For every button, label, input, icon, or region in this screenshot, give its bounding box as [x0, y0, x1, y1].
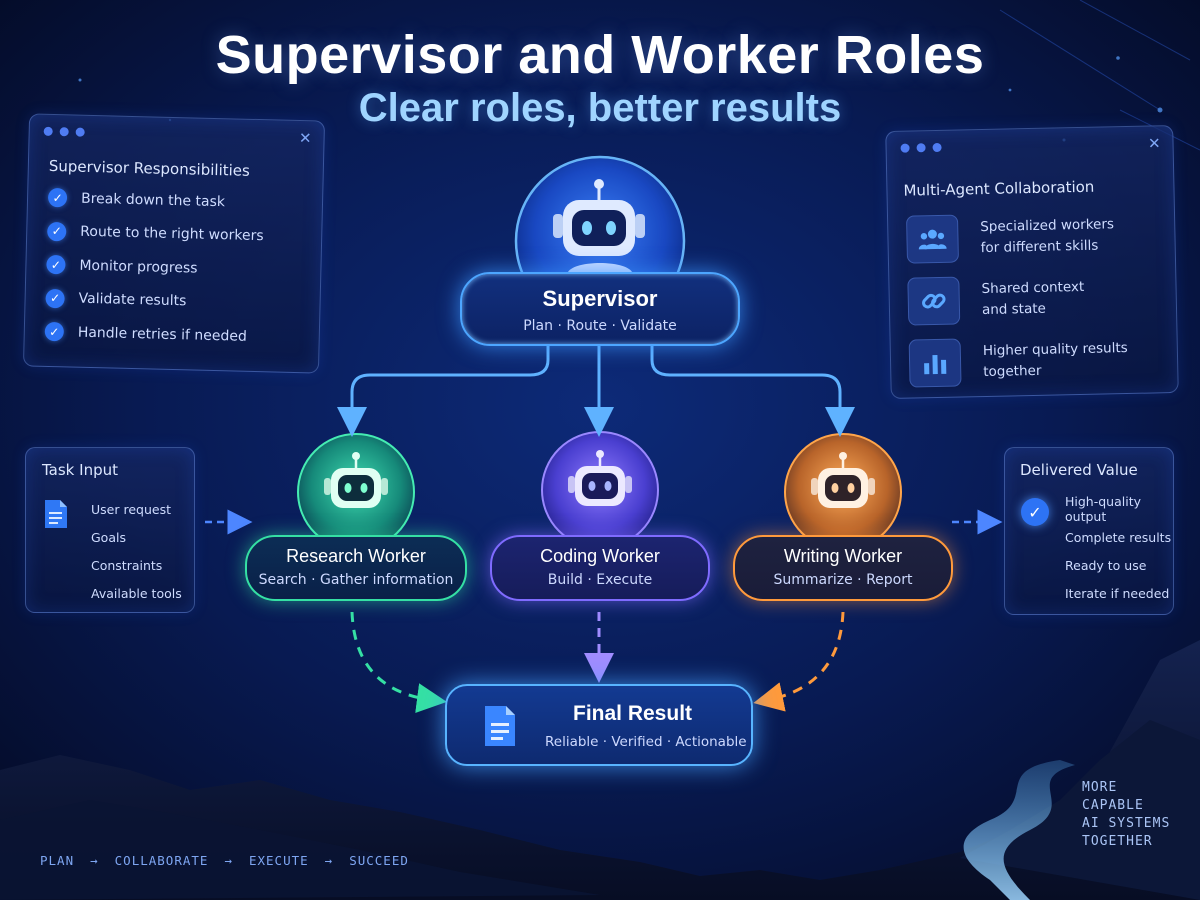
page-subtitle: Clear roles, better results [358, 86, 842, 130]
worker-title: Research Worker [286, 546, 426, 566]
supervisor-subtitle: Plan · Route · Validate [523, 318, 677, 334]
list-item: ✓Monitor progress [46, 248, 263, 287]
checkmark-icon: ✓ [47, 221, 67, 242]
panel-title: Delivered Value [1020, 461, 1138, 479]
list-item: Available tools [91, 585, 182, 601]
coding-worker-node[interactable]: Coding Worker Build · Execute [490, 535, 710, 601]
task-input-panel: Task Input User request Goals Constraint… [25, 447, 195, 613]
supervisor-title: Supervisor [542, 286, 658, 311]
checkmark-icon: ✓ [46, 255, 66, 275]
page-title: Supervisor and Worker Roles [215, 25, 985, 85]
checkmark-icon: ✓ [44, 322, 65, 342]
bar-chart-icon [908, 338, 962, 388]
panel-title: Task Input [42, 461, 118, 479]
delivered-value-list: High-quality output Complete results Rea… [1065, 494, 1173, 607]
list-item: ✓Handle retries if needed [44, 315, 261, 354]
document-icon [43, 498, 69, 534]
list-item: Constraints [91, 557, 163, 573]
supervisor-responsibilities-panel: ✕ Supervisor Responsibilities ✓Break dow… [22, 113, 326, 374]
list-item: Goals [91, 529, 126, 545]
window-dots-icon [900, 142, 942, 153]
final-result-subtitle: Reliable · Verified · Actionable [545, 734, 747, 750]
task-input-list: User request Goals Constraints Available… [91, 495, 182, 607]
list-item: User request [91, 501, 171, 517]
collaboration-panel: ✕ Multi-Agent Collaboration Specialized … [885, 125, 1179, 399]
worker-subtitle: Build · Execute [547, 572, 653, 588]
checkmark-icon: ✓ [1021, 498, 1049, 526]
responsibilities-list: ✓Break down the task ✓Route to the right… [44, 181, 264, 354]
list-item: Iterate if needed [1065, 585, 1170, 601]
list-item: ✓Break down the task [47, 181, 265, 220]
final-result-title: Final Result [573, 702, 693, 725]
delivered-value-panel: Delivered Value ✓ High-quality output Co… [1004, 447, 1174, 615]
checkmark-icon: ✓ [45, 288, 65, 309]
worker-subtitle: Summarize · Report [773, 572, 913, 588]
window-dots-icon [43, 126, 85, 137]
list-item: ✓Route to the right workers [47, 214, 264, 253]
link-icon [907, 276, 961, 326]
worker-subtitle: Search · Gather information [258, 572, 454, 588]
people-icon [906, 214, 959, 264]
list-item: Complete results [1065, 529, 1172, 545]
research-worker-node[interactable]: Research Worker Search · Gather informat… [245, 535, 467, 601]
worker-title: Coding Worker [540, 546, 660, 566]
list-item: High-quality output [1065, 494, 1142, 524]
list-item: Ready to use [1065, 557, 1147, 573]
worker-title: Writing Worker [783, 546, 903, 566]
bottom-flow-caption: PLAN → COLLABORATE → EXECUTE → SUCCEED [40, 853, 409, 868]
close-icon[interactable]: ✕ [1147, 134, 1161, 153]
final-result-node[interactable]: Final Result Reliable · Verified · Actio… [445, 684, 753, 766]
corner-tagline: MORE CAPABLE AI SYSTEMS TOGETHER [1082, 780, 1171, 849]
checkmark-icon: ✓ [47, 188, 68, 208]
writing-worker-node[interactable]: Writing Worker Summarize · Report [733, 535, 953, 601]
panel-title: Multi-Agent Collaboration [903, 177, 1095, 200]
list-item: ✓Validate results [45, 281, 262, 320]
document-icon [483, 704, 517, 752]
close-icon[interactable]: ✕ [298, 129, 312, 148]
supervisor-node[interactable]: Supervisor Plan · Route · Validate [460, 272, 740, 346]
panel-title: Supervisor Responsibilities [48, 156, 251, 180]
